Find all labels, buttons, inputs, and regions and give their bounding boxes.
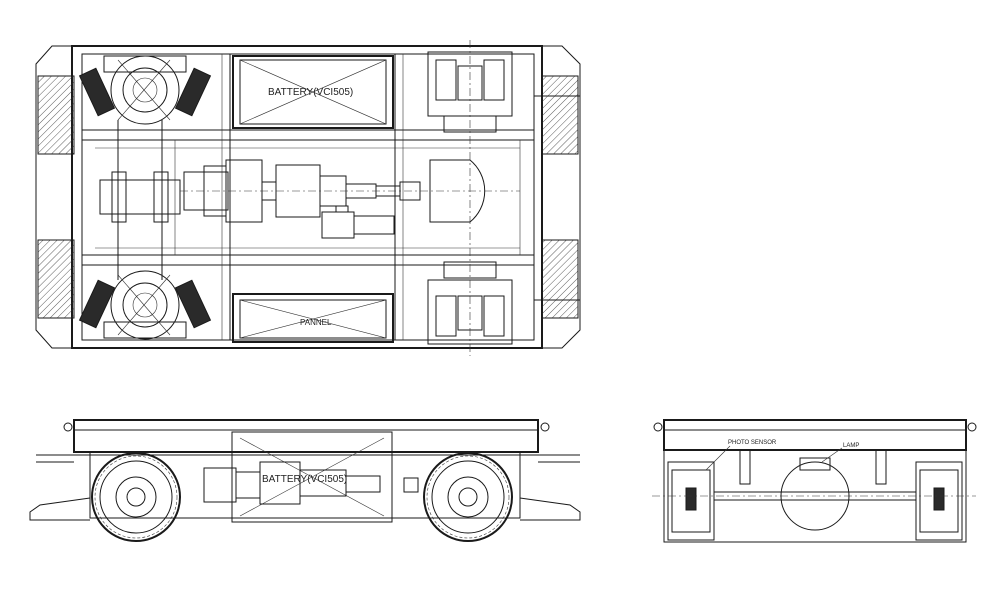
photo-sensor-label: PHOTO SENSOR: [728, 440, 777, 446]
front-left-drive-wheel: [78, 55, 212, 125]
side-right-wheel: [423, 452, 513, 542]
battery-label-side: BATTERY(VCI505): [262, 474, 347, 485]
panel-compartment: PANNEL: [232, 293, 394, 343]
drive-train: [180, 159, 520, 239]
battery-label-top: BATTERY(VCI505): [268, 87, 353, 98]
right-bumper: [534, 45, 581, 349]
front-view: PHOTO SENSOR LAMP: [652, 419, 977, 543]
rear-left-drive-wheel: [78, 270, 212, 340]
left-bumper: [35, 45, 75, 349]
lamp-label: LAMP: [843, 443, 859, 449]
battery-compartment: BATTERY(VCI505): [232, 55, 394, 129]
side-left-wheel: [91, 452, 181, 542]
side-view: BATTERY(VCI505): [29, 419, 581, 542]
plan-view: BATTERY(VCI505) PANNEL: [35, 40, 581, 356]
panel-label: PANNEL: [300, 318, 332, 327]
